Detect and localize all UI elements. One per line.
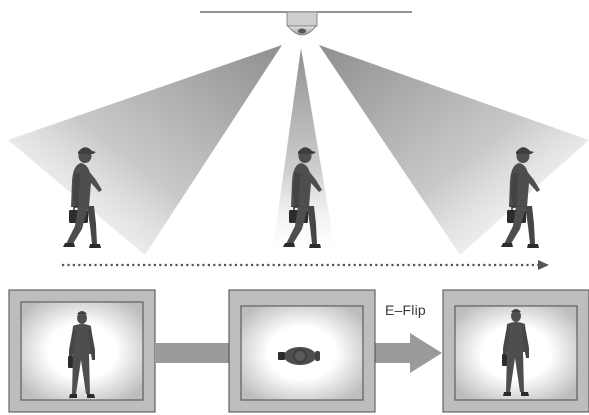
arrow-right-icon (374, 333, 442, 373)
camera-beam-right (319, 45, 589, 255)
connector-bar (156, 343, 230, 363)
arrow-right-icon (538, 260, 549, 270)
camera-beam-left (8, 45, 282, 255)
ceiling-dome-camera-icon (286, 11, 318, 36)
e-flip-label: E–Flip (385, 302, 426, 318)
